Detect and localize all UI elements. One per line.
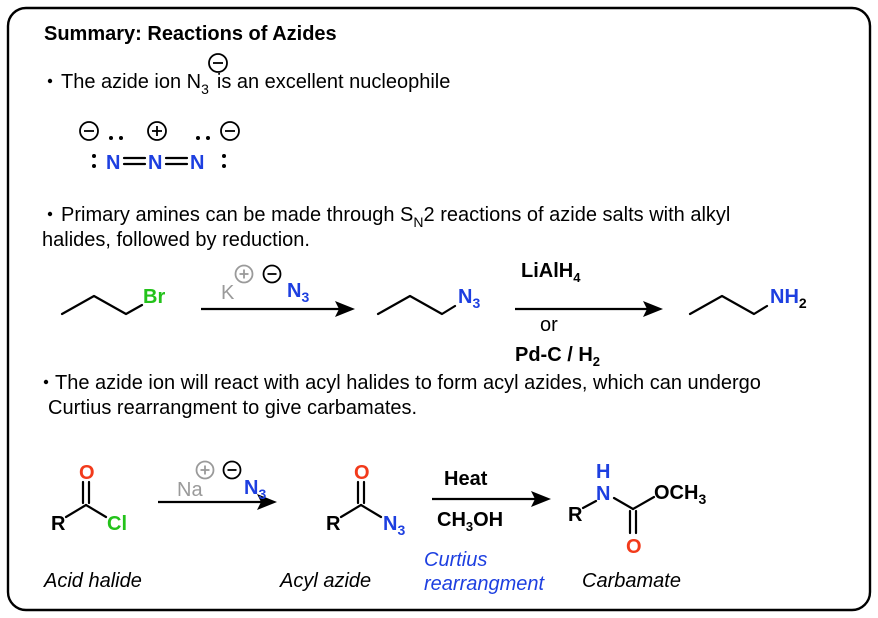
bullet-two-line1-b: 2 reactions of azide salts with alkyl <box>424 204 731 226</box>
pdc-reagent: Pd-C / H <box>515 344 593 366</box>
azide-atom-n2: N <box>148 152 162 174</box>
amine-nitrogen: NH <box>770 286 799 308</box>
plus-charge-icon <box>234 264 254 284</box>
r-group: R <box>568 504 583 526</box>
carbonyl-oxygen: O <box>626 536 642 558</box>
reaction-two: R O Cl Na N3 R O N3 H <box>51 460 706 558</box>
bullet-two: Primary amines can be made through SN2 r… <box>42 204 730 251</box>
svg-text:N3: N3 <box>458 286 480 311</box>
azide-lewis-structure: N N N <box>79 121 240 174</box>
minus-charge-icon <box>262 264 282 284</box>
minus-charge-icon <box>220 121 240 141</box>
caption-curtius-line1: Curtius <box>424 549 487 571</box>
arrow-head <box>335 301 355 317</box>
azide-atom-n3: N <box>190 152 204 174</box>
heat-label: Heat <box>444 468 488 490</box>
carbonyl-oxygen: O <box>79 462 95 484</box>
minus-charge-icon <box>79 121 99 141</box>
svg-text:CH3OH: CH3OH <box>437 509 503 534</box>
arrow-head <box>257 494 277 510</box>
bullet-two-sub: N <box>413 214 423 230</box>
methanol-a: CH <box>437 509 466 531</box>
bullet-one-suffix: is an excellent nucleophile <box>217 71 451 93</box>
r-group: R <box>51 513 66 535</box>
pdc-sub: 2 <box>593 354 600 369</box>
azide-group-sub: 3 <box>472 295 480 311</box>
azide-group: N <box>458 286 472 308</box>
bullet-dot <box>47 78 53 84</box>
azide-reagent-sub: 3 <box>301 289 309 305</box>
minus-charge-icon <box>208 53 228 73</box>
amine-sub: 2 <box>799 295 807 311</box>
nh-hydrogen: H <box>596 461 610 483</box>
caption-acid-halide: Acid halide <box>43 570 142 592</box>
plus-charge-icon <box>195 460 215 480</box>
azide-reagent-sub: 3 <box>258 486 266 502</box>
azide-atom-n1: N <box>106 152 120 174</box>
potassium-ion: K <box>221 282 235 304</box>
bullet-two-line2: halides, followed by reduction. <box>42 229 310 251</box>
bullet-one-sub: 3 <box>201 81 209 97</box>
lialh4-reagent: LiAlH <box>521 260 573 282</box>
plus-charge-icon <box>147 121 167 141</box>
propyl-azide-skeleton <box>376 294 457 316</box>
bullet-dot <box>43 379 49 385</box>
chlorine-atom: Cl <box>107 513 127 535</box>
caption-acyl-azide: Acyl azide <box>279 570 371 592</box>
page-title: Summary: Reactions of Azides <box>44 23 337 45</box>
lone-pair-dots <box>196 136 210 140</box>
svg-text:Primary amines can be made thr: Primary amines can be made through SN2 r… <box>61 204 730 230</box>
svg-text:N3: N3 <box>244 477 266 502</box>
methanol-b: OH <box>473 509 503 531</box>
svg-text:N3: N3 <box>383 513 405 538</box>
methoxy-sub: 3 <box>698 491 706 507</box>
bullet-three-line1: The azide ion will react with acyl halid… <box>55 372 761 394</box>
lone-pair-dots <box>92 154 226 168</box>
bullet-dot <box>47 211 53 217</box>
arrow-head <box>643 301 663 317</box>
carbonyl-oxygen: O <box>354 462 370 484</box>
svg-text:NH2: NH2 <box>770 286 807 311</box>
caption-carbamate: Carbamate <box>582 570 681 592</box>
lone-pair-dots <box>109 136 123 140</box>
azide-reagent: N <box>287 280 301 302</box>
bullet-three: The azide ion will react with acyl halid… <box>43 372 761 419</box>
nh-nitrogen: N <box>596 483 610 505</box>
svg-text:OCH3: OCH3 <box>654 482 706 507</box>
or-label: or <box>540 314 558 336</box>
lialh4-sub: 4 <box>573 270 581 285</box>
methanol-sub: 3 <box>466 519 473 534</box>
propylamine-skeleton <box>688 294 769 316</box>
bullet-two-line1-a: Primary amines can be made through S <box>61 204 413 226</box>
reaction-one: Br K N3 N3 LiAlH4 or Pd-C / H2 <box>60 260 807 369</box>
caption-curtius-line2: rearrangment <box>424 573 546 595</box>
arrow-head <box>531 491 551 507</box>
bullet-three-line2: Curtius rearrangment to give carbamates. <box>48 397 417 419</box>
azide-reagent: N <box>244 477 258 499</box>
svg-text:N3: N3 <box>287 280 309 305</box>
propyl-bromide-skeleton <box>60 294 144 316</box>
card-border <box>6 6 872 612</box>
azide-group-sub: 3 <box>397 522 405 538</box>
svg-text:Pd-C / H2: Pd-C / H2 <box>515 344 600 369</box>
minus-charge-icon <box>222 460 242 480</box>
r-group: R <box>326 513 341 535</box>
sodium-ion: Na <box>177 479 203 501</box>
bullet-one: The azide ion N3 is an excellent nucleoph… <box>47 53 450 97</box>
methoxy-oxygen: OCH <box>654 482 698 504</box>
svg-text:LiAlH4: LiAlH4 <box>521 260 581 285</box>
azide-group: N <box>383 513 397 535</box>
bullet-one-prefix: The azide ion N <box>61 71 201 93</box>
bromine-atom: Br <box>143 286 165 308</box>
